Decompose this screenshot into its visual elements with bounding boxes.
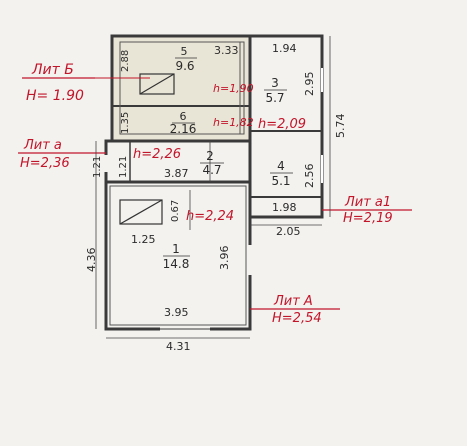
lit-a1-height: H=2,19 [343, 211, 393, 226]
lit-b-block [110, 34, 252, 143]
stove-icon [139, 73, 175, 95]
dim-295: 2.95 [303, 72, 316, 97]
dim-288: 2.88 [120, 50, 131, 72]
dim-395: 3.95 [164, 306, 189, 319]
dim-387: 3.87 [164, 167, 189, 180]
room-4-area: 5.1 [271, 174, 290, 188]
dim-121-outer: 1.21 [92, 156, 103, 178]
dim-256: 2.56 [303, 164, 316, 189]
dim-135: 1.35 [120, 112, 131, 134]
lit-a1-label: Лит a1 [344, 195, 391, 210]
height-190: h=1,90 [213, 82, 254, 95]
dim-205: 2.05 [276, 225, 301, 238]
dim-198: 1.98 [272, 201, 297, 214]
stove-main-diagonal [119, 199, 163, 225]
dim-067: 0.67 [170, 200, 181, 222]
room-4-number: 4 [277, 159, 285, 173]
dim-194: 1.94 [272, 42, 297, 55]
lit-A-label: Лит А [273, 294, 313, 309]
lit-a1-block [248, 34, 324, 219]
lit-b-inner-outline [119, 41, 245, 135]
height-182: h=1,82 [213, 116, 254, 129]
room-2-number: 2 [206, 149, 214, 163]
height-224: h=2,24 [186, 209, 234, 224]
main-inner-outline [109, 185, 247, 326]
lit-a-label: Лит a [23, 138, 62, 153]
room-6-area: 2.16 [170, 122, 197, 136]
dim-574: 5.74 [334, 114, 347, 139]
room-6-number: 6 [180, 110, 187, 123]
lit-b-height: H= 1.90 [26, 88, 84, 104]
dim-396: 3.96 [218, 246, 231, 271]
height-226: h=2,26 [133, 147, 181, 162]
room-2-area: 4.7 [202, 163, 221, 177]
dim-431: 4.31 [166, 340, 191, 353]
room-1-number: 1 [172, 242, 180, 256]
room-5-area: 9.6 [175, 59, 194, 73]
stove-diagonal [139, 73, 175, 95]
room-3-area: 5.7 [265, 91, 284, 105]
room-1-area: 14.8 [163, 257, 190, 271]
stove-main-icon [119, 199, 163, 225]
height-209: h=2,09 [258, 117, 306, 132]
dim-333: 3.33 [214, 44, 239, 57]
dim-121-inner: 1.21 [118, 156, 129, 178]
lit-A-height: H=2,54 [272, 311, 322, 326]
dim-436: 4.36 [85, 248, 98, 273]
room-3-number: 3 [271, 76, 279, 90]
room-5-number: 5 [181, 45, 188, 58]
lit-a-height: H=2,36 [20, 156, 70, 171]
lit-b-label: Лит Б [31, 62, 74, 78]
dim-125: 1.25 [131, 233, 156, 246]
